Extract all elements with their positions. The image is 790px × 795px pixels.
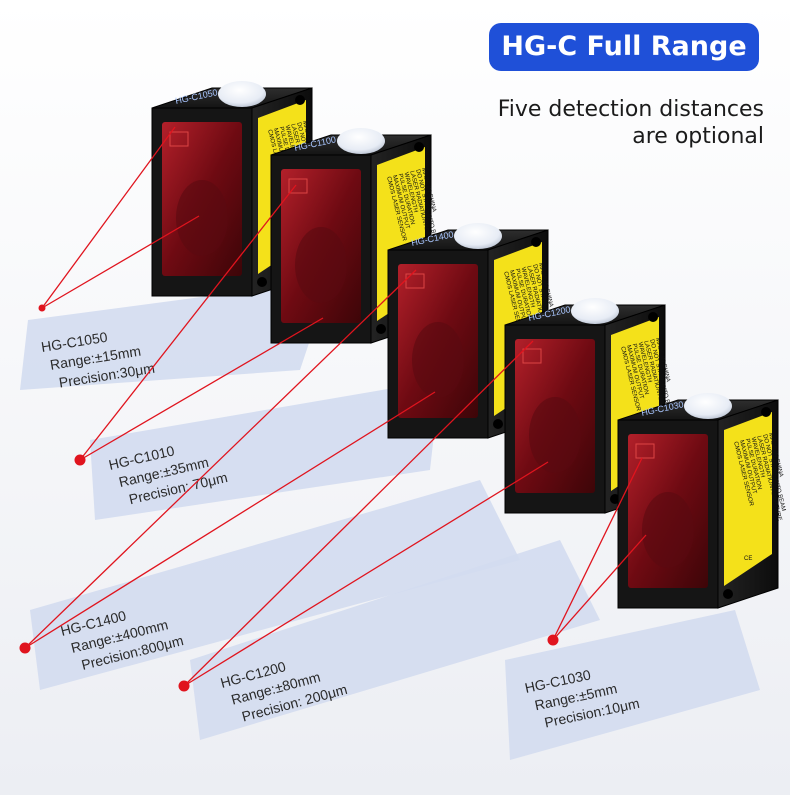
laser-beam <box>41 215 200 309</box>
mount-hole-top <box>414 142 424 152</box>
mount-hole-top <box>648 312 658 322</box>
sensor-dome <box>218 81 266 107</box>
subtitle: Five detection distances are optional <box>434 96 764 150</box>
laser-spot <box>38 304 46 312</box>
laser-spot <box>19 642 31 654</box>
laser-spot <box>178 680 190 692</box>
sensor-emitter-window <box>169 131 189 147</box>
subtitle-line-2: are optional <box>632 124 764 149</box>
sensor-receiver-lens <box>176 180 228 256</box>
laser-beam <box>41 126 176 309</box>
mount-hole-top <box>531 237 541 247</box>
floor-card-1030 <box>505 610 760 760</box>
laser-beam <box>183 340 534 687</box>
sensor-receiver-lens <box>412 322 464 398</box>
laser-spot <box>74 454 86 466</box>
sensor-emitter-window <box>288 178 308 194</box>
laser-beam <box>24 391 436 649</box>
sensor-dome <box>337 128 385 154</box>
laser-beam <box>552 534 647 641</box>
mount-hole-top <box>761 407 771 417</box>
laser-spot <box>547 634 559 646</box>
title-badge: HG-C Full Range <box>489 23 759 71</box>
sensor-yellow-label <box>724 412 772 586</box>
mount-hole-bottom <box>376 324 386 334</box>
ce-mark: CE <box>744 556 752 562</box>
lasers-layer <box>19 126 647 692</box>
subtitle-line-1: Five detection distances <box>497 97 764 122</box>
mount-hole-bottom <box>493 419 503 429</box>
sensor-dome <box>454 223 502 249</box>
sensor-dome <box>571 298 619 324</box>
sensor-emitter-window <box>635 443 655 459</box>
laser-beam <box>79 317 324 461</box>
floor-card-1400 <box>30 480 520 690</box>
floor-card-1050 <box>20 280 330 390</box>
mount-hole-bottom <box>257 277 267 287</box>
mount-hole-top <box>295 95 305 105</box>
laser-beam <box>183 461 549 687</box>
sensor-receiver-lens <box>295 227 347 303</box>
sensor-receiver-lens <box>642 492 694 568</box>
label-group-1030: HG-C1030 Range:±5mm Precision:10μm <box>523 666 641 730</box>
laser-beam <box>24 269 417 649</box>
sensor-receiver-lens <box>529 397 581 473</box>
floor-card-1200 <box>190 540 600 740</box>
floor-cards <box>20 280 760 760</box>
sensor-emitter-window <box>522 348 542 364</box>
floor-card-1010 <box>90 380 440 520</box>
floor-labels: HG-C1050 Range:±15mm Precision:30μm HG-C… <box>40 329 641 731</box>
laser-beam <box>79 184 297 461</box>
laser-beam <box>552 457 643 641</box>
page-title: HG-C Full Range <box>501 31 747 62</box>
sensor-emitter-window <box>405 273 425 289</box>
mount-hole-bottom <box>723 589 733 599</box>
sensor-dome <box>684 393 732 419</box>
